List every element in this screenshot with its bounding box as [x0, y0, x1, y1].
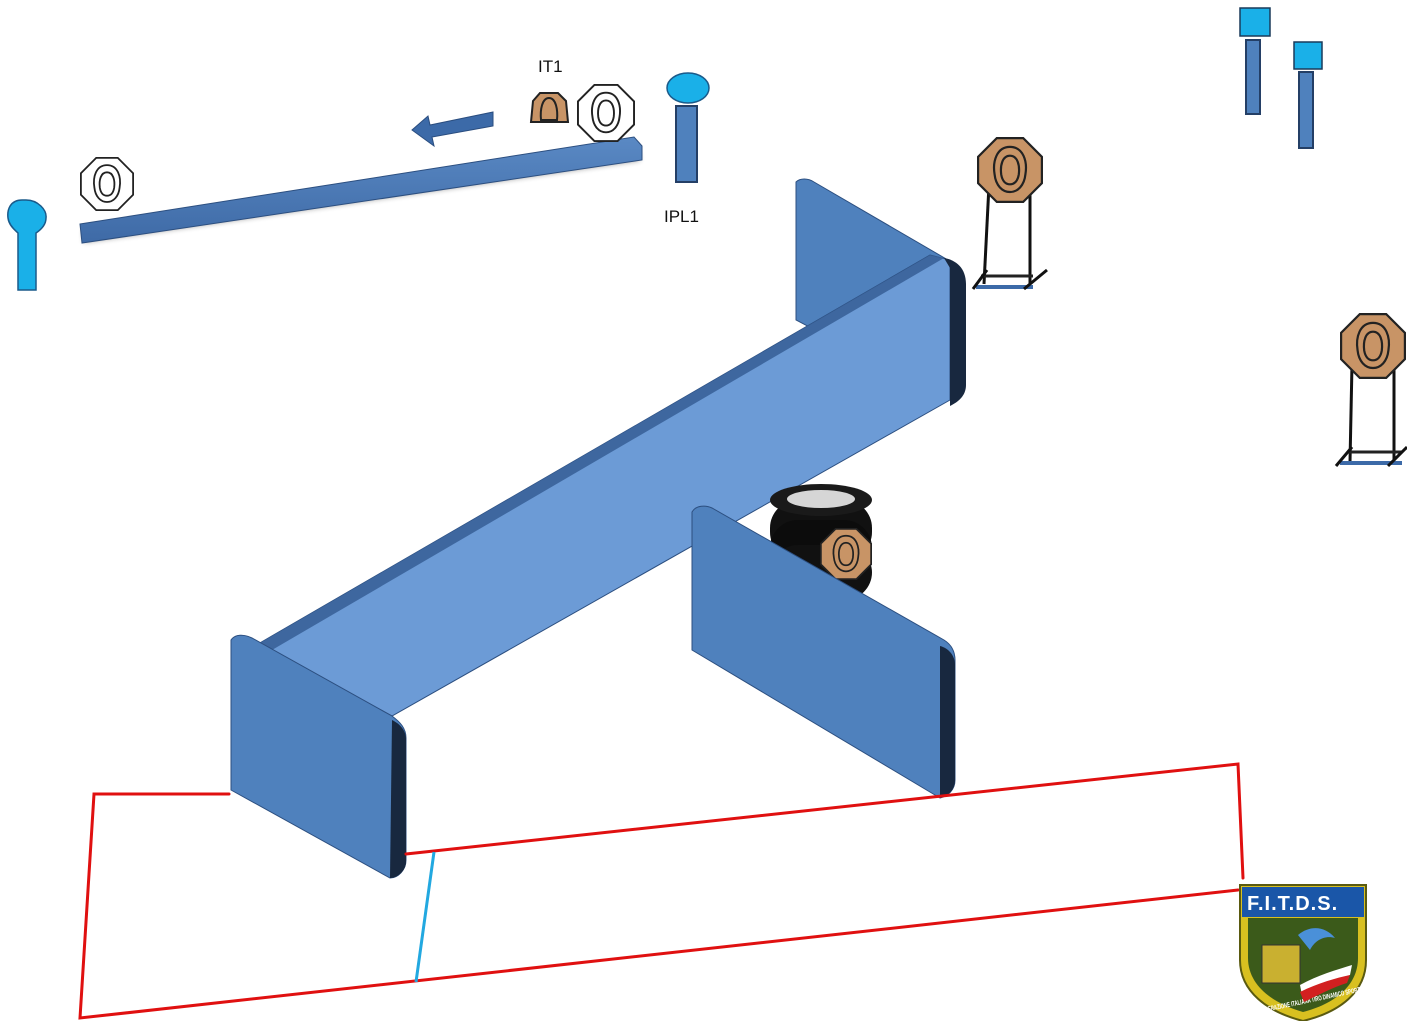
ramp-rail [79, 136, 643, 244]
label-it1: IT1 [538, 57, 563, 76]
steel-plate-left [1239, 7, 1271, 115]
wall-front-left [230, 634, 407, 879]
no-shoot-target-it1 [577, 84, 635, 142]
label-ipl1: IPL1 [664, 207, 699, 226]
cardboard-target-on-stand-1 [971, 137, 1048, 291]
no-shoot-target-it1-cardboard [529, 92, 570, 123]
logo-title: F.I.T.D.S. [1247, 893, 1338, 915]
fitds-logo: F.I.T.D.S. FEDERAZIONE ITALIANA TIRO DIN… [1239, 884, 1368, 1021]
start-line [414, 851, 436, 983]
no-shoot-target-left [80, 157, 134, 211]
popper-ipl1 [666, 72, 710, 183]
move-direction-arrow [411, 111, 494, 148]
popper-left [7, 199, 47, 291]
cardboard-target-on-stand-2 [1334, 313, 1407, 468]
fault-lines [78, 762, 1245, 1020]
steel-plate-right [1293, 41, 1323, 149]
